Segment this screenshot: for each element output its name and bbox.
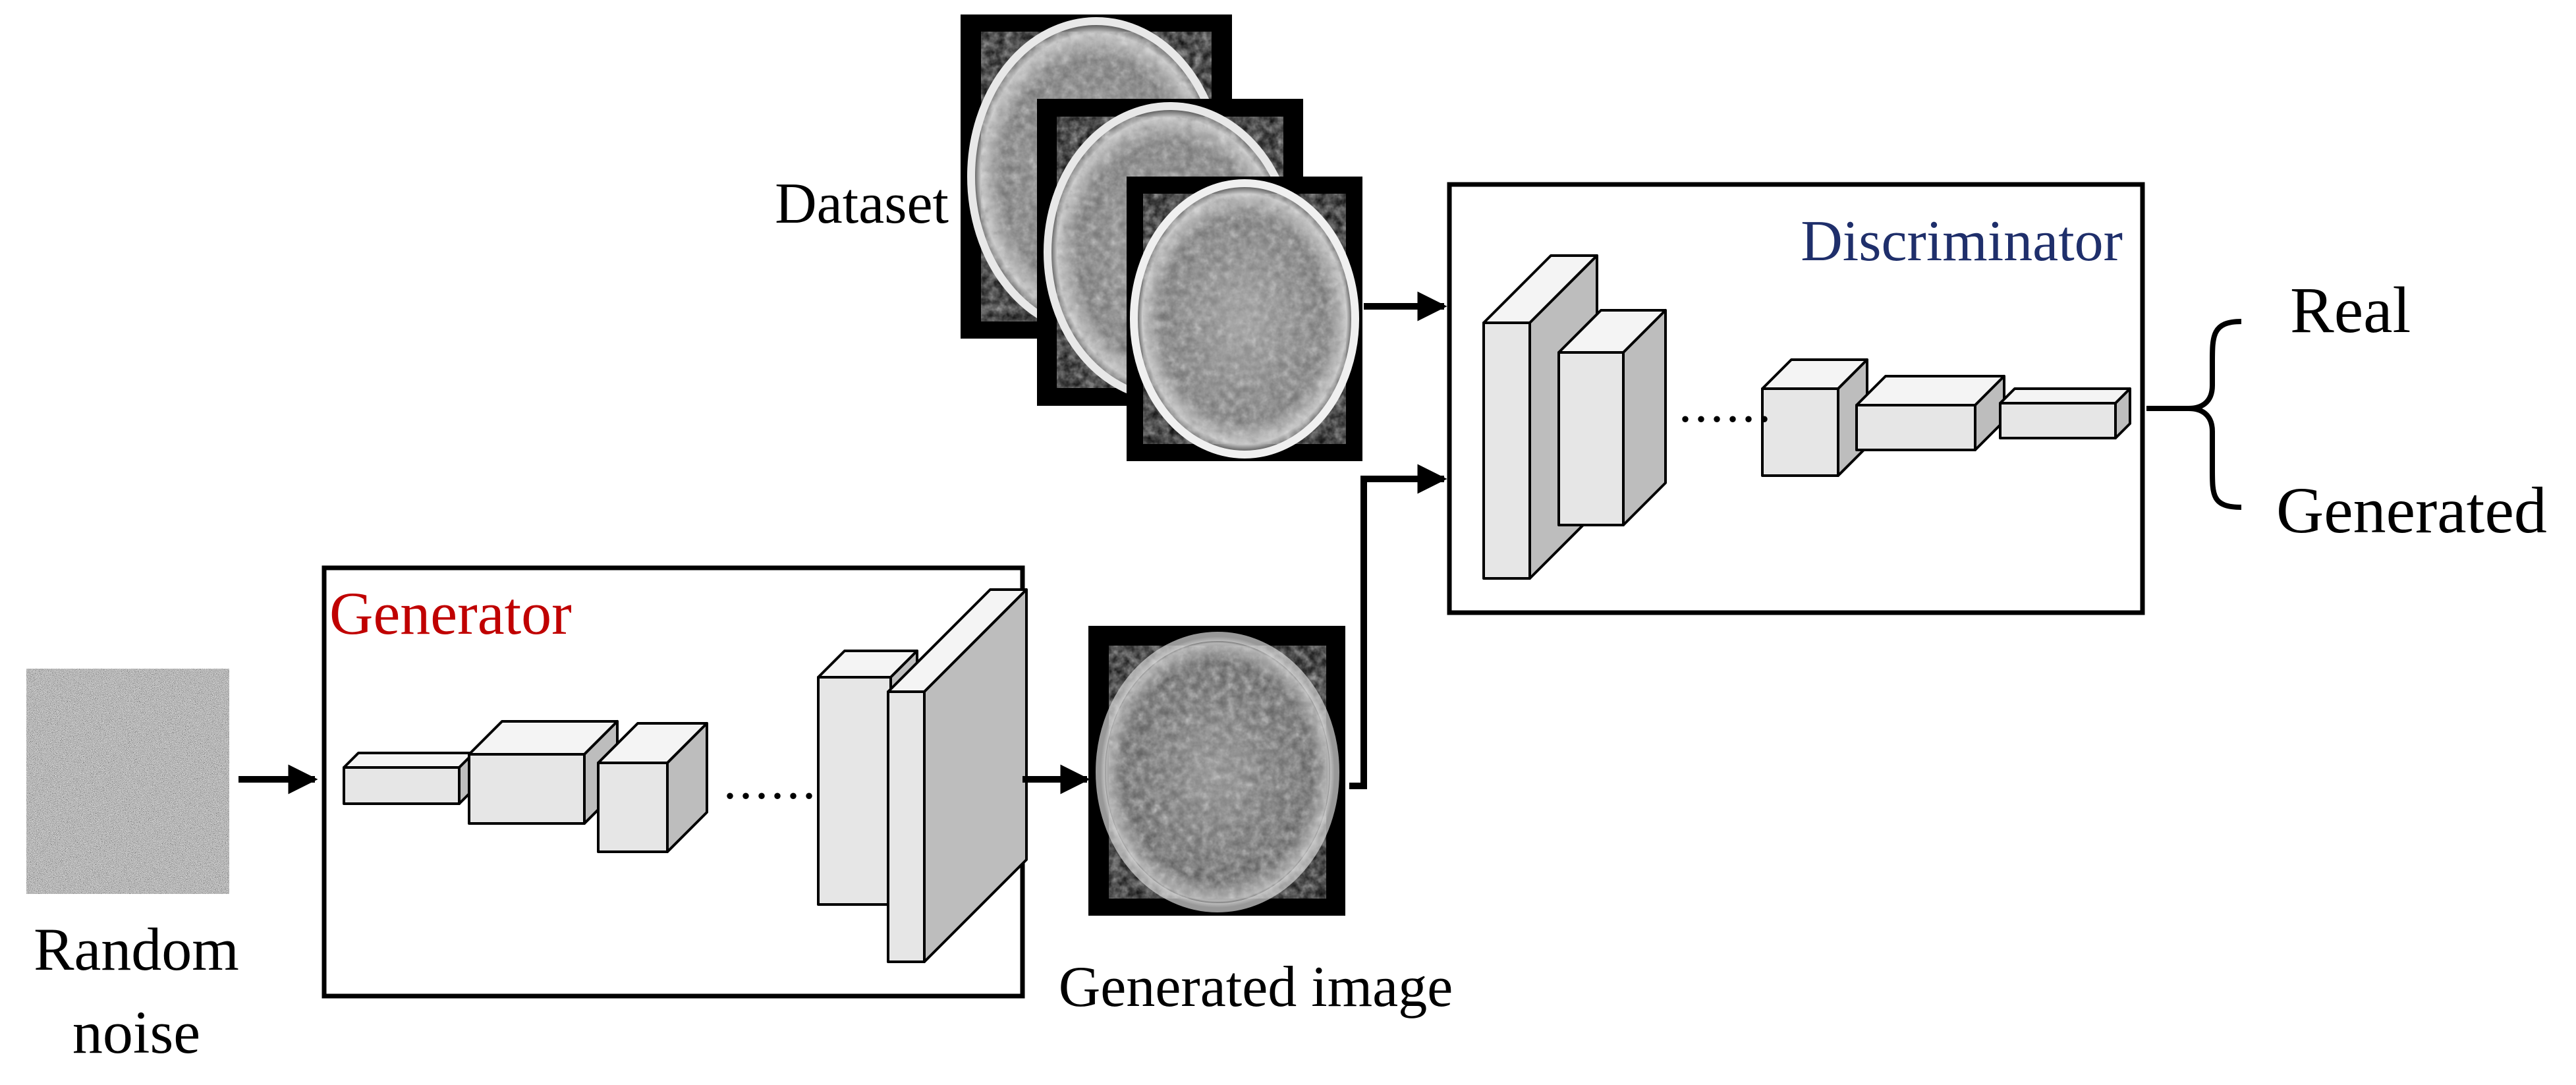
dataset-image-stack: [961, 14, 1362, 461]
dataset-image-3: [1127, 177, 1362, 461]
discriminator-box: [1447, 182, 2145, 615]
discriminator-ellipsis: ......: [1679, 376, 1774, 433]
output-brace: [2188, 319, 2242, 510]
dataset-label: Dataset: [775, 172, 949, 236]
output-generated-label: Generated: [2276, 474, 2547, 547]
generated-image-label: Generated image: [1059, 955, 1453, 1019]
generator-layer-3: [597, 722, 708, 853]
output-real-label: Real: [2290, 273, 2411, 347]
generator-ellipsis: ......: [723, 752, 818, 810]
discriminator-layers: [1482, 254, 2131, 580]
generator-layer-1: [343, 752, 475, 805]
generated-image: [1088, 626, 1345, 916]
random-noise-image: [26, 669, 229, 894]
generator-layers: [343, 588, 1028, 963]
arrow-image-to-discriminator: [1349, 464, 1447, 789]
generator-label: Generator: [329, 580, 572, 647]
discriminator-layer-5: [1999, 387, 2131, 439]
generator-layer-5: [887, 588, 1028, 963]
discriminator-label: Discriminator: [1801, 209, 2123, 273]
discriminator-layer-2: [1557, 309, 1667, 526]
discriminator-layer-3: [1761, 358, 1868, 477]
discriminator-layer-4: [1855, 375, 2005, 451]
random-noise-label-line2: noise: [72, 999, 200, 1066]
random-noise-label-line1: Random: [34, 916, 239, 983]
generator-layer-2: [468, 720, 619, 825]
